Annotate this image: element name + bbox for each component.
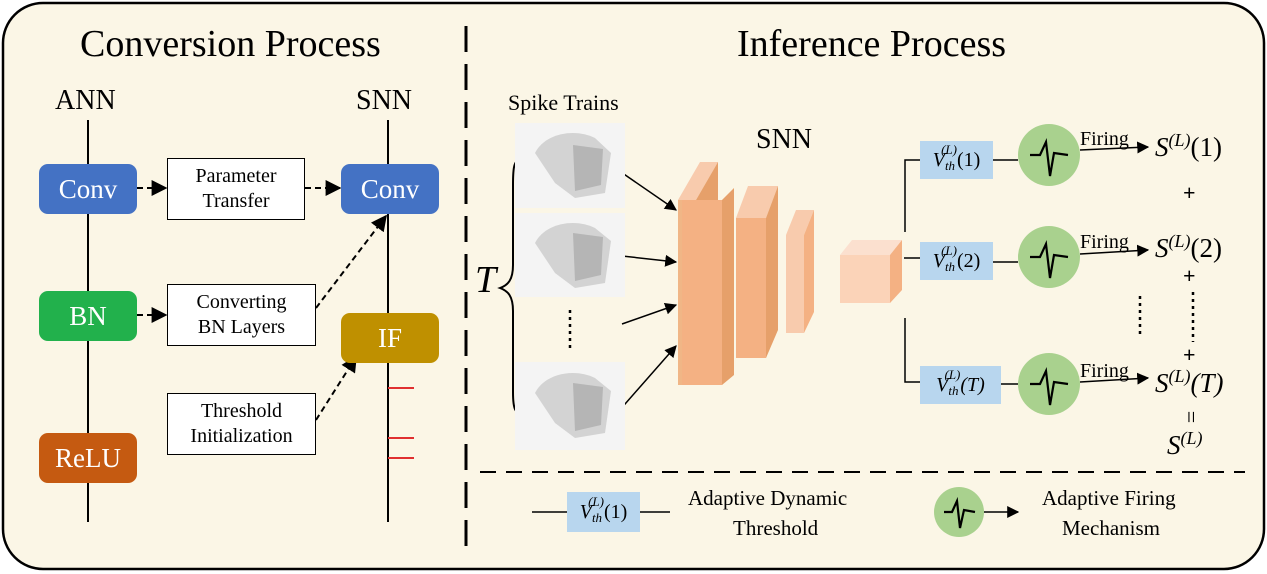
firing-label-2: Firing [1080,231,1129,253]
plus-3: + [1183,342,1196,367]
time-steps-symbol: T [475,259,497,301]
legend-firing-desc-1: Adaptive Firing [1042,486,1176,510]
if-spike-marks [388,387,414,459]
output-spike-1: S(L)(1) [1155,130,1222,162]
legend-threshold-desc-1: Adaptive Dynamic [688,486,848,510]
threshold-init-line2: Initialization [190,425,293,447]
spike-train-ellipsis: ⋮ [563,300,564,301]
equals-sign: = [1179,410,1205,424]
threshold-sub: th [944,158,956,173]
threshold-init-box: Threshold Initialization [167,393,316,455]
neuron-1 [1018,124,1080,186]
plus-1: + [1183,180,1196,205]
conversion-arrows [137,180,387,421]
threshold-v: V [932,249,945,272]
inference-snn-label: SNN [756,124,813,155]
threshold-sub: th [591,510,603,525]
plus-2: + [1183,263,1196,288]
threshold-v: V [936,373,949,396]
legend-threshold-desc-2: Threshold [733,516,819,540]
point-cloud-shapes [535,133,611,438]
threshold-sup: (L) [944,367,961,382]
threshold-arg-1: (1) [956,148,981,171]
ellipsis-dots [568,292,1195,350]
threshold-arg-3: (T) [960,373,985,396]
spike-trains-label: Spike Trains [508,90,619,115]
threshold-sup: (L) [941,142,957,157]
snn-conv-block: Conv [341,164,439,214]
threshold-sub: th [944,259,956,274]
parameter-transfer-box: Parameter Transfer [167,158,305,220]
firing-neurons [934,124,1080,537]
ann-label: ANN [55,85,116,116]
ann-relu-block: ReLU [39,433,137,483]
firing-label-1: Firing [1080,128,1129,150]
snn-if-block: IF [341,313,439,363]
parameter-transfer-line2: Transfer [202,190,270,212]
output-spike-sum: S(L) [1167,428,1203,460]
neuron-3 [1018,353,1080,415]
time-brace [497,157,526,415]
threshold-arg-2: (2) [956,249,981,272]
output-spike-T: S(L)(T) [1155,366,1224,398]
firing-label-3: Firing [1080,360,1129,382]
parameter-transfer-line1: Parameter [195,165,277,187]
ann-conv-block: Conv [39,164,137,214]
output-spike-2: S(L)(2) [1155,231,1222,263]
feature-map-3 [786,210,814,235]
legend-firing-desc-2: Mechanism [1062,516,1160,540]
ann-bn-block: BN [39,291,137,341]
threshold-sub: th [948,383,959,398]
converting-bn-line1: Converting [196,291,287,313]
threshold-sup: (L) [941,243,957,258]
threshold-v: V [932,148,945,171]
feature-map-1 [678,162,718,200]
firing-arrows [984,141,1150,518]
branch-lines [904,159,1018,385]
threshold-init-line1: Threshold [200,400,283,422]
converting-bn-line2: BN Layers [197,316,286,338]
input-arrows [617,169,678,413]
converting-bn-box: Converting BN Layers [167,284,316,346]
snn-feature-maps [678,162,902,385]
neuron-2 [1018,226,1080,288]
conversion-title: Conversion Process [80,23,381,65]
feature-map-4 [840,240,902,255]
inference-title: Inference Process [737,23,1007,65]
feature-map-2 [736,186,778,218]
threshold-sup: (L) [588,494,604,509]
threshold-v: V [579,500,592,523]
snn-label: SNN [356,85,413,116]
legend-threshold-arg: (1) [603,500,628,523]
